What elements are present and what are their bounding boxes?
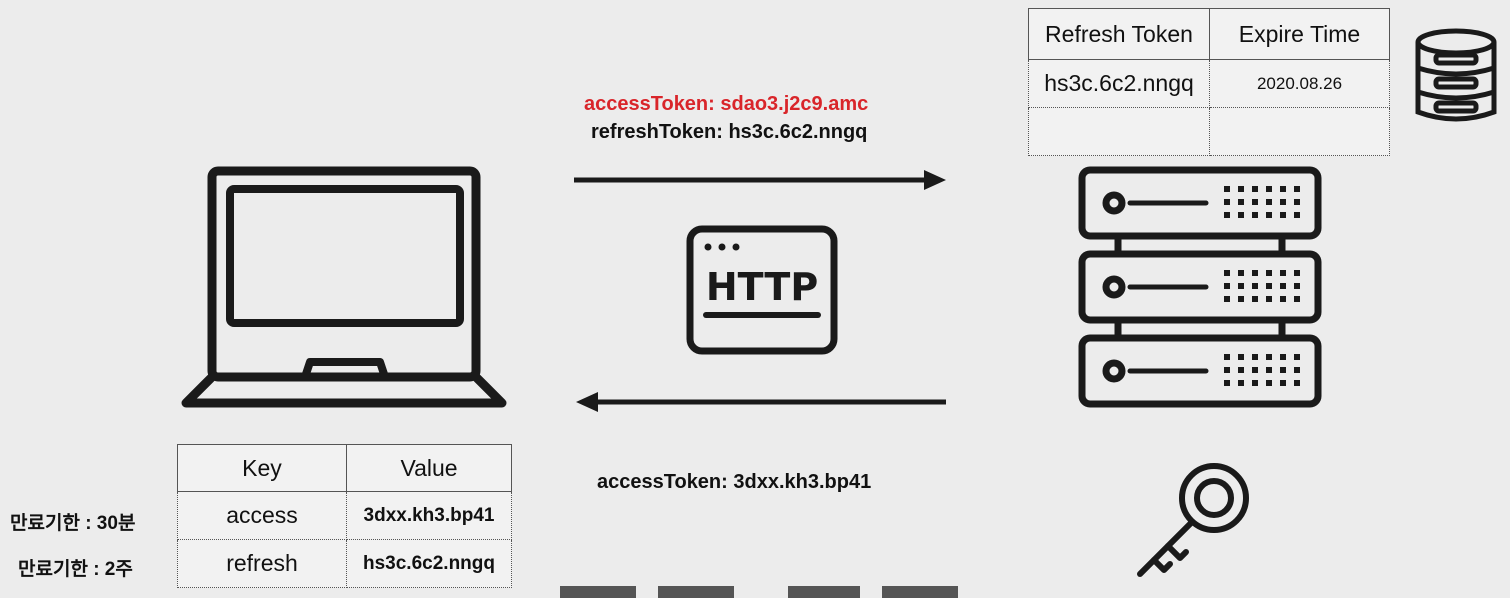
- server-indicator-dot: [1238, 367, 1244, 373]
- server-indicator-dot: [1252, 367, 1258, 373]
- server-indicator-dot: [1252, 199, 1258, 205]
- response-arrow: [576, 392, 946, 412]
- server-indicator-dot: [1280, 283, 1286, 289]
- server-indicator-dot: [1280, 212, 1286, 218]
- laptop-icon: [181, 166, 507, 408]
- server-indicator-dot: [1280, 367, 1286, 373]
- server-indicator-dot: [1252, 212, 1258, 218]
- server-indicator-dot: [1266, 380, 1272, 386]
- server-indicator-dot: [1252, 380, 1258, 386]
- server-indicator-dot: [1294, 380, 1300, 386]
- server-indicator-dot: [1224, 367, 1230, 373]
- server-indicator-dot: [1294, 270, 1300, 276]
- server-indicator-dot: [1266, 186, 1272, 192]
- server-indicator-dot: [1294, 367, 1300, 373]
- client-table-cell-value: 3dxx.kh3.bp41: [346, 491, 512, 540]
- server-token-table: Refresh Token Expire Time hs3c.6c2.nngq …: [1028, 8, 1390, 156]
- server-indicator-dot: [1266, 199, 1272, 205]
- server-indicator-dot: [1252, 270, 1258, 276]
- server-indicator-dot: [1224, 212, 1230, 218]
- server-indicator-dot: [1280, 296, 1286, 302]
- server-indicator-dot: [1238, 296, 1244, 302]
- http-label: HTTP: [706, 265, 818, 309]
- server-indicator-dot: [1224, 380, 1230, 386]
- server-indicator-dot: [1238, 380, 1244, 386]
- server-indicator-dot: [1224, 186, 1230, 192]
- server-table-cell-token: [1028, 107, 1210, 156]
- server-indicator-dot: [1280, 354, 1286, 360]
- server-indicator-dot: [1266, 283, 1272, 289]
- server-indicator-dot: [1266, 270, 1272, 276]
- server-table-cell-expire: [1209, 107, 1390, 156]
- client-table-cell-key: refresh: [177, 539, 347, 588]
- server-indicator-dot: [1280, 380, 1286, 386]
- server-table-cell-expire: 2020.08.26: [1209, 59, 1390, 108]
- refresh-expiry-label: 만료기한 : 2주: [18, 559, 133, 580]
- server-indicator-dot: [1224, 199, 1230, 205]
- key-icon: [1137, 463, 1249, 577]
- server-indicator-dot: [1280, 199, 1286, 205]
- server-table-header-expire: Expire Time: [1209, 8, 1390, 60]
- server-icon: [1078, 166, 1322, 408]
- server-indicator-dot: [1280, 186, 1286, 192]
- footer-block: [788, 586, 860, 598]
- server-indicator-dot: [1266, 354, 1272, 360]
- server-indicator-dot: [1266, 367, 1272, 373]
- response-access-token: accessToken: 3dxx.kh3.bp41: [597, 471, 872, 493]
- server-indicator-dot: [1238, 283, 1244, 289]
- server-indicator-dot: [1266, 296, 1272, 302]
- server-indicator-dot: [1224, 296, 1230, 302]
- request-refresh-token: refreshToken: hs3c.6c2.nngq: [591, 121, 868, 143]
- request-access-token: accessToken: sdao3.j2c9.amc: [584, 93, 869, 115]
- client-storage-table: Key Value access 3dxx.kh3.bp41 refresh h…: [177, 444, 512, 588]
- http-icon: HTTP: [686, 225, 838, 355]
- footer-block: [882, 586, 958, 598]
- server-indicator-dot: [1238, 270, 1244, 276]
- server-indicator-dot: [1224, 283, 1230, 289]
- server-indicator-dot: [1238, 354, 1244, 360]
- server-indicator-dot: [1280, 270, 1286, 276]
- server-indicator-dot: [1266, 212, 1272, 218]
- client-table-header-key: Key: [177, 444, 347, 492]
- server-indicator-dot: [1294, 296, 1300, 302]
- server-indicator-dot: [1252, 296, 1258, 302]
- server-indicator-dot: [1238, 199, 1244, 205]
- server-indicator-dot: [1238, 186, 1244, 192]
- server-indicator-dot: [1294, 212, 1300, 218]
- server-indicator-dot: [1252, 283, 1258, 289]
- footer-block: [560, 586, 636, 598]
- request-arrow: [574, 170, 946, 190]
- server-indicator-dot: [1224, 354, 1230, 360]
- access-expiry-label: 만료기한 : 30분: [10, 513, 136, 534]
- server-indicator-dot: [1252, 186, 1258, 192]
- server-table-header-token: Refresh Token: [1028, 8, 1210, 60]
- server-indicator-dot: [1294, 283, 1300, 289]
- client-table-cell-value: hs3c.6c2.nngq: [346, 539, 512, 588]
- server-indicator-dot: [1238, 212, 1244, 218]
- server-table-cell-token: hs3c.6c2.nngq: [1028, 59, 1210, 108]
- footer-block: [658, 586, 734, 598]
- client-table-cell-key: access: [177, 491, 347, 540]
- server-indicator-dot: [1252, 354, 1258, 360]
- client-table-header-value: Value: [346, 444, 512, 492]
- server-indicator-dot: [1294, 186, 1300, 192]
- server-indicator-dot: [1294, 199, 1300, 205]
- server-indicator-dot: [1294, 354, 1300, 360]
- server-indicator-dot: [1224, 270, 1230, 276]
- database-icon: [1415, 28, 1497, 122]
